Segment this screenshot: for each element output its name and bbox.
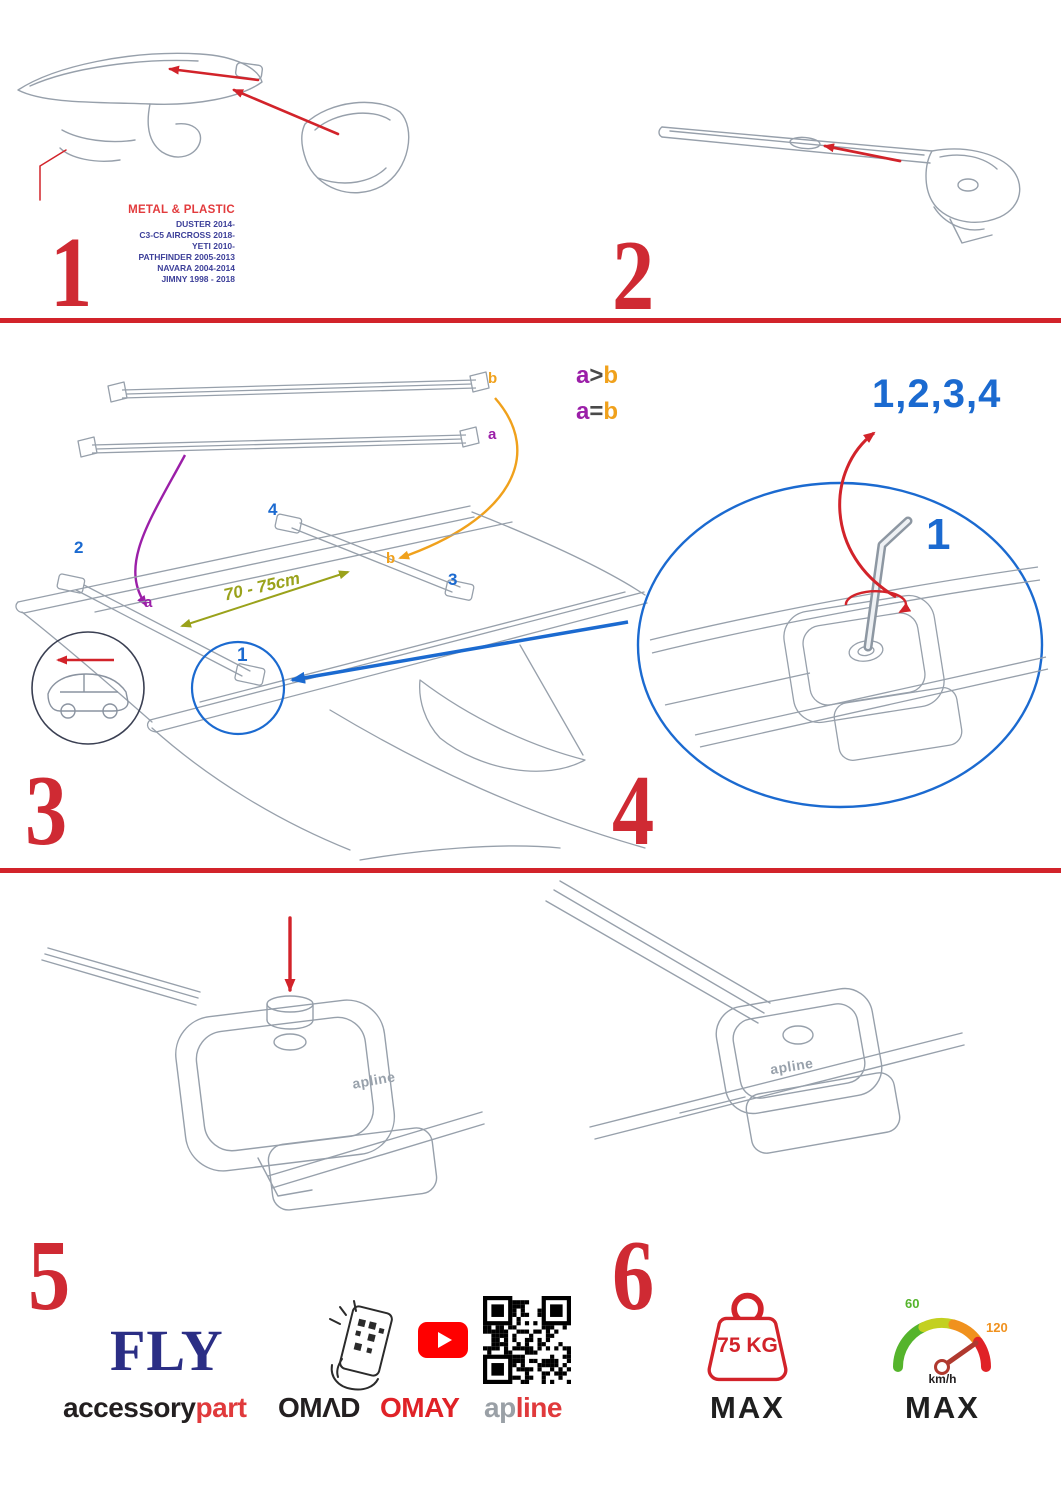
guide-curve-a bbox=[134, 454, 187, 607]
compare2-op: = bbox=[589, 398, 604, 425]
compare2-b: b bbox=[603, 398, 619, 425]
car-direction-inset bbox=[31, 631, 145, 745]
bar-label-a: a bbox=[488, 426, 497, 443]
rotation-arrow bbox=[844, 590, 912, 614]
brand-accessory-text: accessory bbox=[63, 1392, 196, 1423]
position-label-2: 2 bbox=[74, 538, 84, 557]
model-line: JIMNY 1998 - 2018 bbox=[161, 274, 235, 284]
compare1-a: a bbox=[576, 362, 590, 389]
step6-number: 6 bbox=[612, 1218, 655, 1332]
model-line: C3-C5 AIRCROSS 2018- bbox=[139, 230, 235, 240]
compare-row-1: a>b bbox=[576, 358, 618, 394]
brand-part-text: part bbox=[195, 1392, 247, 1423]
speed-limit-max: MAX bbox=[905, 1390, 980, 1425]
compare1-b: b bbox=[603, 362, 619, 389]
step5-cap-drawing bbox=[41, 916, 485, 1211]
step1-fit-list: METAL & PLASTIC DUSTER 2014- C3-C5 AIRCR… bbox=[95, 204, 235, 285]
qr-code bbox=[483, 1296, 571, 1384]
speed-scale-high: 120 bbox=[986, 1320, 1008, 1335]
position-label-b: b bbox=[386, 550, 396, 567]
detail-callout-arrow bbox=[290, 620, 629, 684]
guide-curve-b bbox=[398, 397, 519, 560]
step1-clamp-drawing bbox=[17, 52, 410, 201]
step1-arrows bbox=[39, 65, 340, 201]
model-line: NAVARA 2004-2014 bbox=[157, 263, 235, 273]
section-divider-bottom bbox=[0, 868, 1061, 873]
compare-row-2: a=b bbox=[576, 394, 618, 430]
measurement-arrow bbox=[180, 570, 350, 628]
step6-mounted-drawing bbox=[545, 880, 965, 1154]
step2-insert-arrow bbox=[823, 143, 902, 163]
tighten-sequence: 1,2,3,4 bbox=[872, 372, 1002, 416]
speed-scale-low: 60 bbox=[905, 1296, 920, 1311]
step2-number: 2 bbox=[612, 218, 655, 332]
step3-number: 3 bbox=[25, 753, 68, 867]
brand-apline: apline bbox=[484, 1392, 562, 1424]
position-label-1: 1 bbox=[237, 645, 248, 666]
brand-omay: OMAY bbox=[380, 1392, 460, 1423]
length-compare: a>b a=b bbox=[576, 358, 618, 430]
step3-roof-drawing bbox=[15, 371, 648, 861]
speed-unit: km/h bbox=[928, 1372, 957, 1386]
compare1-op: > bbox=[589, 362, 604, 389]
position-label-3: 3 bbox=[448, 570, 458, 589]
brand-line-text: line bbox=[515, 1392, 563, 1423]
detail-circle bbox=[190, 640, 286, 736]
brand-accessorypart: accessorypart bbox=[63, 1392, 247, 1424]
weight-limit-max: MAX bbox=[710, 1390, 785, 1425]
sequence-arrow bbox=[838, 431, 897, 599]
model-line: YETI 2010- bbox=[192, 241, 235, 251]
step2-bar-drawing bbox=[658, 126, 1021, 244]
brand-ap-text: ap bbox=[484, 1392, 516, 1423]
position-label-a: a bbox=[144, 594, 153, 611]
scan-phone-icon bbox=[329, 1300, 393, 1391]
weight-limit-icon bbox=[707, 1292, 788, 1382]
position-label-4: 4 bbox=[268, 500, 278, 519]
weight-limit-value: 75 KG bbox=[717, 1334, 778, 1357]
section-divider-top bbox=[0, 318, 1061, 323]
step1-heading: METAL & PLASTIC bbox=[128, 204, 235, 216]
product-name: FLY bbox=[110, 1318, 224, 1383]
step4-number: 4 bbox=[612, 753, 655, 867]
sequence-start-ref: 1 bbox=[926, 510, 951, 559]
loose-crossbars bbox=[77, 371, 490, 458]
youtube-icon bbox=[418, 1322, 468, 1358]
model-line: DUSTER 2014- bbox=[175, 219, 235, 229]
step4-detail-drawing bbox=[636, 431, 1049, 809]
speed-limit-icon bbox=[893, 1318, 991, 1375]
model-line: PATHFINDER 2005-2013 bbox=[138, 252, 235, 262]
compare2-a: a bbox=[576, 398, 590, 425]
roof-lines bbox=[15, 505, 648, 861]
zoom-ellipse bbox=[636, 481, 1044, 809]
step5-number: 5 bbox=[28, 1218, 71, 1332]
allen-key bbox=[863, 516, 913, 652]
step1-number: 1 bbox=[50, 215, 93, 329]
bar-label-b: b bbox=[488, 370, 498, 387]
brand-omad: OMΛD bbox=[278, 1392, 361, 1423]
